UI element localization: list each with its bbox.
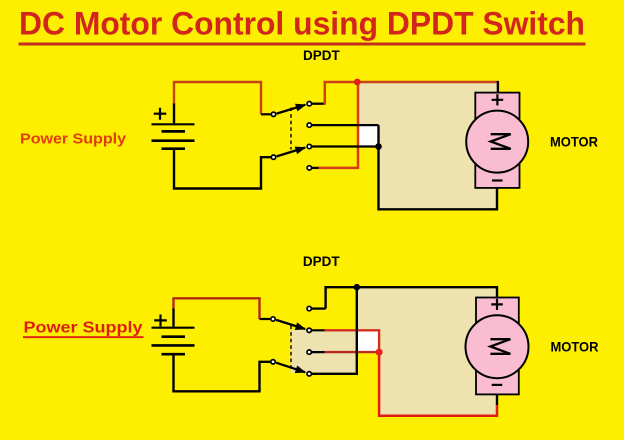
svg-text:DPDT: DPDT [303,48,341,63]
svg-text:Power Supply: Power Supply [20,131,126,147]
svg-text:DPDT: DPDT [303,254,341,269]
svg-text:DC Motor Control using DPDT Sw: DC Motor Control using DPDT Switch [19,6,585,42]
svg-text:MOTOR: MOTOR [551,338,599,354]
svg-text:Power Supply: Power Supply [24,320,143,337]
svg-text:MOTOR: MOTOR [550,134,598,150]
